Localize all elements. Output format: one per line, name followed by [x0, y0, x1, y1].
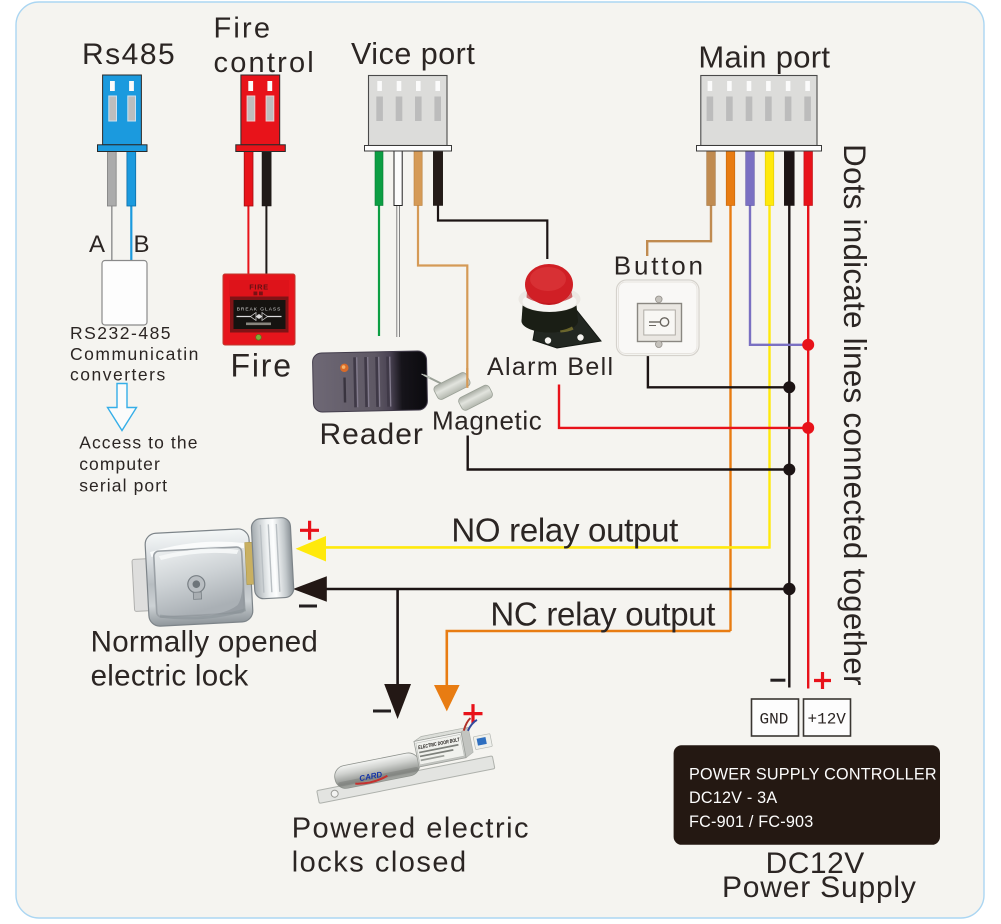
- svg-text:Access to the: Access to the: [79, 432, 198, 452]
- svg-text:serial port: serial port: [79, 476, 168, 496]
- svg-text:Power Supply: Power Supply: [722, 871, 917, 904]
- svg-text:BREAK GLASS: BREAK GLASS: [237, 307, 282, 313]
- svg-text:DC12V: DC12V: [766, 847, 865, 880]
- svg-text:Communicatin: Communicatin: [70, 344, 200, 364]
- svg-text:B: B: [134, 231, 150, 258]
- svg-text:locks closed: locks closed: [292, 847, 468, 879]
- svg-text:electric lock: electric lock: [91, 660, 249, 693]
- svg-text:Normally opened: Normally opened: [91, 625, 319, 658]
- svg-text:+12V: +12V: [808, 711, 847, 729]
- svg-text:Powered electric: Powered electric: [292, 813, 530, 845]
- svg-text:Alarm Bell: Alarm Bell: [487, 353, 614, 381]
- svg-text:Vice port: Vice port: [351, 37, 475, 71]
- svg-text:Main port: Main port: [698, 40, 830, 75]
- svg-text:NC relay output: NC relay output: [490, 595, 715, 632]
- svg-text:converters: converters: [70, 365, 167, 385]
- svg-text:DC12V - 3A: DC12V - 3A: [689, 789, 777, 807]
- svg-text:FC-901 / FC-903: FC-901 / FC-903: [689, 813, 813, 831]
- svg-text:Magnetic: Magnetic: [432, 405, 542, 435]
- svg-text:GND: GND: [760, 711, 789, 729]
- svg-text:FIRE: FIRE: [249, 283, 268, 292]
- svg-text:RS232-485: RS232-485: [70, 323, 172, 343]
- svg-text:NO relay output: NO relay output: [451, 512, 678, 549]
- svg-text:Rs485: Rs485: [82, 38, 176, 71]
- svg-text:control: control: [214, 47, 316, 79]
- svg-text:Dots indicate lines connected: Dots indicate lines connected together: [837, 144, 873, 686]
- svg-text:A: A: [89, 231, 105, 258]
- svg-text:CARD: CARD: [359, 770, 384, 783]
- svg-text:Button: Button: [614, 251, 706, 281]
- svg-text:Reader: Reader: [320, 418, 424, 451]
- svg-text:Fire: Fire: [214, 13, 273, 45]
- svg-text:Fire: Fire: [231, 347, 293, 383]
- svg-text:POWER SUPPLY CONTROLLER: POWER SUPPLY CONTROLLER: [689, 765, 937, 783]
- svg-text:computer: computer: [79, 454, 161, 474]
